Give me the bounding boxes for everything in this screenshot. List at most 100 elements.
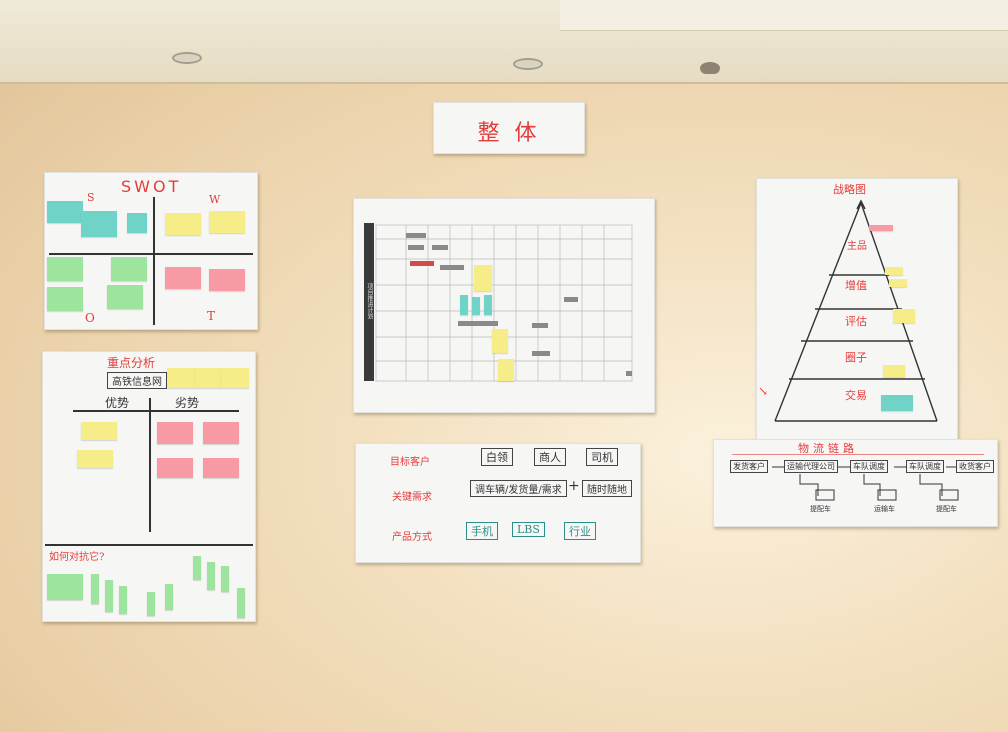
competitor-vertical-divider	[149, 398, 151, 532]
flow-bottom-label: 提配车	[810, 505, 831, 513]
pyramid-arrow-mark: ↘	[758, 384, 769, 398]
requirement-item: 调车辆/发货量/需求	[470, 480, 567, 497]
swot-s-label: S	[87, 191, 95, 204]
sticky-note	[47, 257, 83, 281]
pyramid-level: 圈子	[845, 351, 867, 364]
sticky-note	[207, 562, 215, 590]
sticky-note	[111, 257, 147, 281]
sticky-note	[157, 422, 193, 444]
competitor-bottom-question: 如何对抗它?	[49, 552, 105, 563]
timeline-task-bar	[458, 321, 498, 326]
sticky-note	[167, 368, 195, 388]
sticky-note	[203, 422, 239, 444]
flow-sheet: 物流链路 发货客户 运输代理公司 车队调度 车队调度 收货客户 提配车 运输车 …	[713, 439, 998, 527]
competitor-bottom-divider	[45, 544, 253, 546]
flow-bottom-label: 提配车	[936, 505, 957, 513]
flow-connectors	[772, 466, 959, 501]
target-item: 白领	[481, 448, 513, 466]
sticky-note	[484, 295, 492, 315]
sticky-note	[203, 458, 239, 478]
product-row-label: 产品方式	[392, 532, 432, 543]
pyramid-sheet: 战略图 主品 增值 评估 圈子 交易	[756, 178, 958, 442]
sticky-note	[81, 422, 117, 440]
timeline-side-label: 项目推进计划	[366, 283, 373, 319]
pyramid-level: 增值	[845, 279, 867, 292]
sticky-note	[474, 265, 492, 291]
target-item: 商人	[534, 448, 566, 466]
product-item: LBS	[512, 522, 545, 537]
sticky-note	[209, 269, 245, 291]
timeline-task-bar	[440, 265, 464, 270]
product-item: 行业	[564, 522, 596, 540]
swot-t-label: T	[207, 309, 216, 323]
sticky-note	[127, 213, 147, 233]
sticky-note	[885, 267, 903, 275]
disadvantage-label: 劣势	[175, 396, 200, 410]
swot-horizontal-divider	[49, 253, 253, 255]
ceiling-light-left	[172, 52, 202, 64]
timeline-task-bar	[532, 351, 550, 356]
flow-box: 车队调度	[850, 460, 888, 473]
sticky-note	[209, 211, 245, 233]
flow-title: 物流链路	[798, 442, 858, 455]
advantage-label: 优势	[105, 396, 130, 410]
sticky-note	[883, 365, 905, 377]
timeline-task-bar	[564, 297, 578, 302]
sticky-note	[77, 450, 113, 468]
sticky-note	[47, 201, 83, 223]
ceiling	[0, 0, 1008, 84]
sticky-note	[498, 359, 514, 381]
header-title: 整 体	[477, 121, 541, 146]
timeline-side-bar: 项目推进计划	[364, 223, 374, 381]
competitor-sheet: 重点分析 高铁信息网 优势 劣势 如何对抗它?	[42, 351, 256, 622]
sticky-note	[237, 588, 245, 618]
sticky-note	[165, 267, 201, 289]
flow-box: 收货客户	[956, 460, 994, 473]
swot-w-label: W	[209, 193, 221, 206]
sticky-note	[881, 395, 913, 411]
sticky-note	[105, 580, 113, 612]
sticky-note	[47, 574, 83, 600]
sticky-note	[193, 556, 201, 580]
swot-title: SWOT	[121, 177, 182, 196]
sticky-note	[492, 329, 508, 353]
sticky-note	[472, 297, 480, 315]
requirement-item: 随时随地	[582, 480, 632, 497]
timeline-task-bar	[432, 245, 448, 250]
sprinkler-icon	[700, 62, 720, 74]
flow-box: 运输代理公司	[784, 460, 838, 473]
pyramid-level: 评估	[845, 315, 867, 328]
swot-sheet: SWOT S W O T	[44, 172, 258, 330]
flow-box: 发货客户	[730, 460, 768, 473]
flow-box: 车队调度	[906, 460, 944, 473]
sticky-note	[147, 592, 155, 616]
sticky-note	[119, 586, 127, 614]
sticky-note	[889, 279, 907, 287]
competitor-title: 重点分析	[107, 356, 156, 370]
product-item: 手机	[466, 522, 498, 540]
targets-sheet: 目标客户 白领 商人 司机 关键需求 调车辆/发货量/需求 + 随时随地 产品方…	[355, 443, 641, 563]
requirement-plus: +	[568, 478, 580, 494]
sticky-note	[157, 458, 193, 478]
swot-vertical-divider	[153, 197, 155, 325]
timeline-task-bar	[410, 261, 434, 266]
timeline-task-bar	[406, 233, 426, 238]
sticky-note	[195, 368, 221, 388]
sticky-note	[869, 225, 893, 231]
sticky-note	[107, 285, 143, 309]
pyramid-level: 交易	[845, 389, 867, 402]
pyramid-title: 战略图	[833, 183, 866, 196]
sticky-note	[165, 584, 173, 610]
header-card: 整 体	[433, 102, 585, 154]
timeline-task-bar	[626, 371, 632, 376]
pyramid-level: 主品	[847, 241, 867, 252]
ceiling-light-center	[513, 58, 543, 70]
target-row-label: 目标客户	[390, 457, 430, 468]
flow-bottom-label: 运输车	[874, 505, 895, 513]
sticky-note	[81, 211, 117, 237]
requirement-row-label: 关键需求	[392, 492, 432, 503]
sticky-note	[460, 295, 468, 315]
sticky-note	[221, 566, 229, 592]
ceiling-step	[560, 0, 1008, 31]
timeline-sheet: 项目推进计划	[353, 198, 655, 413]
